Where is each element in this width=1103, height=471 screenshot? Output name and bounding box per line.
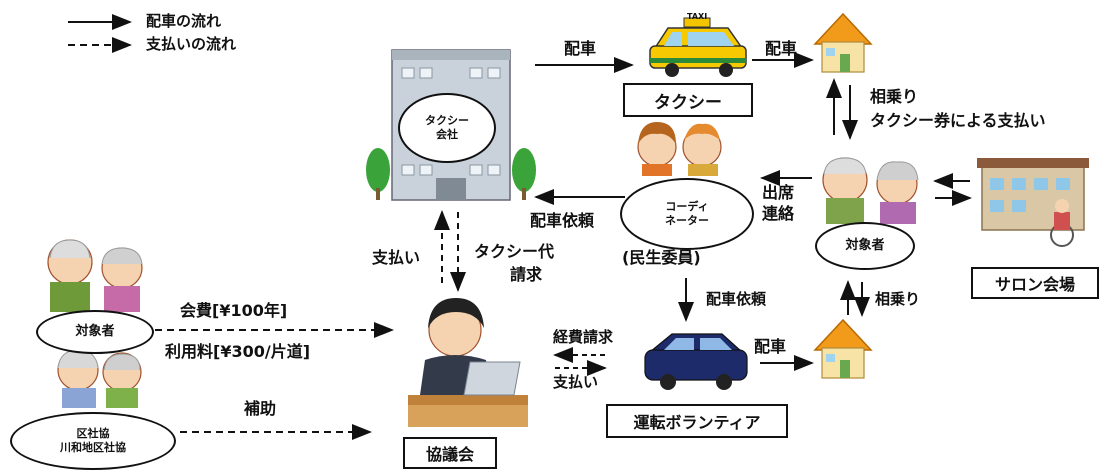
house-icon-top [813, 12, 873, 73]
label-expense-request: 経費請求 [553, 328, 614, 346]
elderly-couple-icon-left [47, 239, 143, 312]
shakyo-node: 区社協 川和地区社協 [10, 412, 176, 470]
shakyo-line1: 区社協 [76, 427, 110, 441]
label-dispatch-to-house: 配車 [765, 39, 798, 58]
coordinator-people-icon [637, 122, 722, 176]
driver-volunteer-node: 運転ボランティア [606, 404, 788, 438]
legend-solid-label: 配車の流れ [146, 12, 222, 30]
label-attendance-line1: 出席 [762, 183, 795, 202]
taxi-roof-sign: TAXI [687, 12, 708, 21]
salon-node: サロン会場 [971, 267, 1099, 299]
label-ride-share-top: 相乗り [870, 87, 919, 106]
coordinator-caption: (民生委員) [622, 248, 701, 267]
label-dispatch-bottom: 配車 [754, 337, 787, 356]
operator-with-laptop-icon [408, 298, 528, 427]
elderly-couple-icon-left-bottom [57, 349, 142, 408]
target-node-left: 対象者 [36, 310, 154, 354]
label-membership-fee: 会費[¥100年] [180, 301, 288, 320]
shakyo-line2: 川和地区社協 [60, 441, 126, 454]
target-node-right: 対象者 [815, 222, 915, 270]
label-taxi-fare-line1: タクシー代 [474, 242, 555, 261]
label-attendance-line2: 連絡 [762, 204, 795, 223]
label-dispatch-request-left: 配車依頼 [530, 211, 595, 230]
taxi-car-icon [649, 17, 747, 77]
taxi-company-node: タクシー 会社 [398, 93, 496, 163]
house-icon-bottom [813, 318, 873, 379]
label-taxi-ticket-payment: タクシー券による支払い [870, 111, 1046, 130]
kyogikai-node: 協議会 [403, 437, 497, 469]
salon-building-icon [977, 158, 1089, 247]
legend-dashed-label: 支払いの流れ [146, 35, 237, 53]
label-taxi-fare-line2: 請求 [510, 265, 543, 284]
taxi-node: タクシー [623, 83, 753, 117]
elderly-couple-icon-right [822, 157, 919, 224]
coordinator-node: コーディ ネーター [620, 178, 754, 250]
driver-car-icon [644, 333, 748, 390]
coordinator-line1: コーディ [665, 200, 709, 214]
label-payment-bottom: 支払い [553, 373, 599, 391]
label-ride-share-bottom: 相乗り [875, 290, 921, 308]
label-subsidy: 補助 [244, 399, 277, 418]
label-payment-left: 支払い [372, 248, 421, 267]
label-usage-fee: 利用料[¥300/片道] [165, 342, 311, 361]
label-dispatch-top: 配車 [564, 39, 597, 58]
label-dispatch-request-down: 配車依頼 [706, 290, 767, 308]
coordinator-line2: ネーター [665, 214, 709, 227]
taxi-company-line1: タクシー [425, 114, 469, 128]
taxi-company-line2: 会社 [436, 128, 458, 141]
